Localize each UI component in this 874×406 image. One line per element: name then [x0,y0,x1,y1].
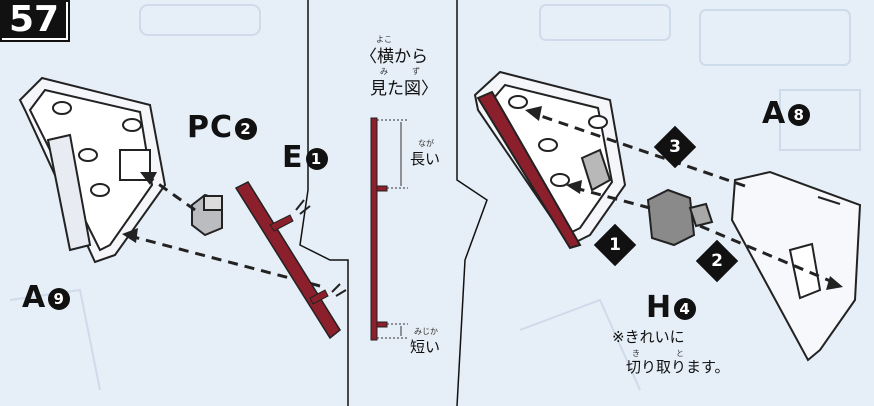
side-view-title-1: 〈横から [360,47,428,67]
label-pc2-number: 2 [235,117,258,140]
side-view-bar [370,117,408,341]
ruby-mi: み [380,67,388,76]
side-view-title-2: 見た図〉 [370,79,438,99]
ruby-to: と [676,349,684,358]
part-e1 [234,181,347,340]
note-line-1: ※きれいに [612,328,685,346]
part-a9 [18,76,167,264]
label-short: 短い [410,338,441,356]
step-number: 57 [2,2,66,38]
label-a9-letter: A [22,280,47,315]
order-marker-2: 2 [711,251,723,271]
part-h4 [646,188,714,247]
note-line-2: 切り取ります。 [626,358,730,376]
label-e1-number: 1 [305,147,328,170]
label-e1-letter: E [282,140,304,175]
label-a8-number: 8 [788,103,811,126]
label-long: 長い [410,150,441,168]
label-pc2-letters: PC [187,110,234,145]
label-h4-letter: H [646,290,673,325]
order-marker-1: 1 [609,235,621,255]
label-a8-letter: A [762,96,787,131]
ruby-zu: ず [412,67,420,76]
order-marker-3: 3 [669,137,681,157]
part-pc2 [191,193,223,237]
label-h4-number: 4 [674,297,697,320]
label-a9-number: 9 [48,287,71,310]
ruby-yoko: よこ [376,35,392,44]
ruby-ki: き [632,349,640,358]
step-number-box: 57 [0,0,70,42]
part-plate-right [473,70,627,250]
ruby-mijika: みじか [414,327,438,336]
ruby-naga: なが [418,139,434,148]
